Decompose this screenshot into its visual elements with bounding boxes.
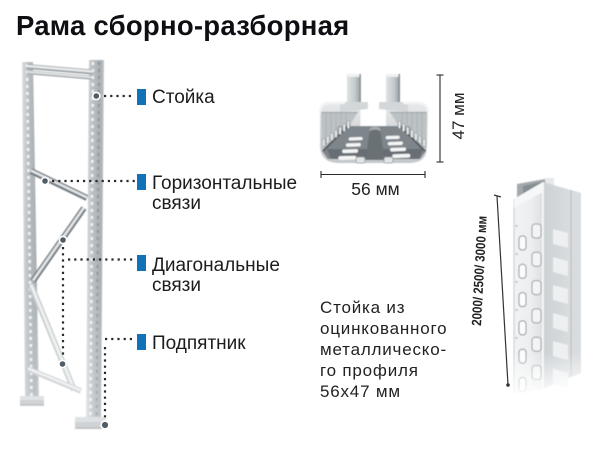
svg-text:56 мм: 56 мм	[351, 179, 399, 199]
svg-text:47 мм: 47 мм	[449, 92, 468, 139]
svg-text:2000/ 2500/ 3000 мм: 2000/ 2500/ 3000 мм	[469, 216, 490, 327]
